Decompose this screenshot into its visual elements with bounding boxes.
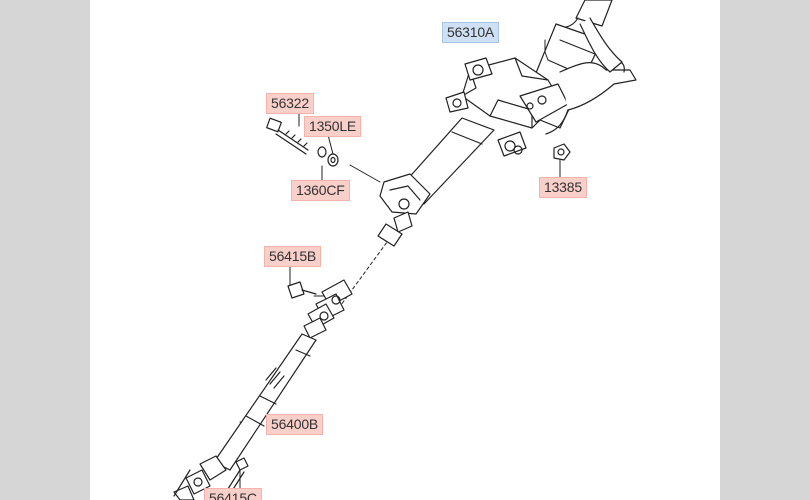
callout-13385[interactable]: 13385 <box>539 177 587 198</box>
callout-1360CF[interactable]: 1360CF <box>291 180 350 201</box>
steering-column-drawing <box>173 0 637 500</box>
washer-nut-parts <box>317 146 339 167</box>
bolt-56322-part <box>266 117 309 155</box>
parts-diagram-sheet: 56310A 56322 1350LE 1360CF 13385 56415B … <box>90 0 720 500</box>
nut-13385-part <box>553 143 571 161</box>
callout-56415C[interactable]: 56415C <box>204 488 262 500</box>
intermediate-shaft-assembly <box>173 223 403 500</box>
steering-column-assembly <box>379 0 637 233</box>
callout-1350LE[interactable]: 1350LE <box>304 116 362 137</box>
callout-56400B[interactable]: 56400B <box>266 414 324 435</box>
callout-56310A[interactable]: 56310A <box>442 22 500 43</box>
callout-56322[interactable]: 56322 <box>266 93 314 114</box>
callout-56415B[interactable]: 56415B <box>264 246 322 267</box>
